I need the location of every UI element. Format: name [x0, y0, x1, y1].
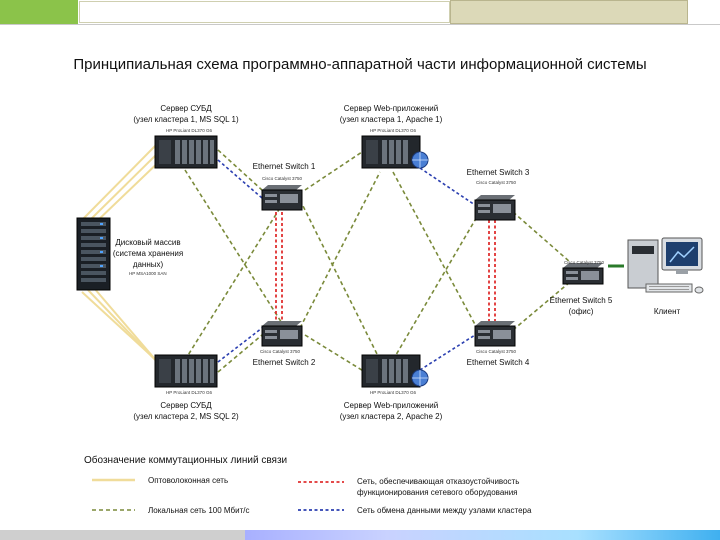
db-server-2-model: HP ProLiant DL370 G6 — [166, 390, 212, 395]
switch-1-label: Ethernet Switch 1 — [252, 162, 316, 171]
footer-gradient-bar — [245, 530, 720, 540]
switch-2-icon — [261, 321, 303, 347]
db-server-2-title: Сервер СУБД — [160, 401, 212, 410]
storage-subtitle: (система хранения — [112, 249, 184, 258]
legend-samples — [92, 478, 344, 511]
storage-subtitle-2: данных) — [132, 260, 164, 269]
switch-4-label: Ethernet Switch 4 — [466, 358, 530, 367]
db-server-1-title: Сервер СУБД — [160, 104, 212, 113]
web-server-2-icon — [361, 354, 429, 388]
client-computer-icon — [627, 237, 704, 294]
storage-array-icon — [76, 217, 111, 291]
db-server-1-icon — [154, 135, 218, 169]
legend-cluster-exchange: Сеть обмена данными между узлами кластер… — [357, 506, 532, 515]
header-accent-block — [0, 0, 78, 24]
switch-1-model: Cisco Catalyst 3750 — [262, 176, 303, 181]
storage-title: Дисковый массив — [115, 238, 181, 247]
footer-left-bar — [0, 530, 245, 540]
header-divider — [0, 24, 720, 25]
db-server-2-icon — [154, 354, 218, 388]
web-server-1-subtitle: (узел кластера 1, Apache 1) — [339, 115, 443, 124]
legend-lan: Локальная сеть 100 Мбит/с — [148, 506, 250, 515]
switch-3-model: Cisco Catalyst 3750 — [476, 180, 517, 185]
switch-3-icon — [474, 195, 516, 221]
fault-tolerance-links — [275, 212, 496, 322]
switch-5-icon — [562, 263, 604, 285]
db-server-1-subtitle: (узел кластера 1, MS SQL 1) — [133, 115, 239, 124]
switch-5-model: Cisco Catalyst 3750 — [564, 260, 605, 265]
storage-model: HP MSA1000 SAN — [129, 271, 167, 276]
web-server-2-model: HP ProLiant DL370 G6 — [370, 390, 416, 395]
diagram-title: Принципиальная схема программно-аппаратн… — [73, 56, 647, 73]
db-server-2-subtitle: (узел кластера 2, MS SQL 2) — [133, 412, 239, 421]
switch-3-label: Ethernet Switch 3 — [466, 168, 530, 177]
fiber-links — [81, 142, 167, 373]
switch-5-label: Ethernet Switch 5 — [549, 296, 613, 305]
switch-1-icon — [261, 185, 303, 211]
legend-fiber: Оптоволоконная сеть — [148, 476, 229, 485]
switch-2-model: Cisco Catalyst 3750 — [260, 349, 301, 354]
web-server-2-title: Сервер Web-приложений — [343, 401, 439, 410]
switch-4-model: Cisco Catalyst 3750 — [476, 349, 517, 354]
switch-4-icon — [474, 321, 516, 347]
switch-5-sublabel: (офис) — [568, 307, 594, 316]
web-server-2-subtitle: (узел кластера 2, Apache 2) — [339, 412, 443, 421]
cluster-exchange-links — [217, 159, 476, 371]
db-server-1-model: HP ProLiant DL370 G6 — [166, 128, 212, 133]
client-label: Клиент — [653, 307, 681, 316]
header-right-block — [450, 0, 688, 24]
legend-fault-tolerance-line1: Сеть, обеспечивающая отказоустойчивость — [357, 477, 520, 486]
legend-title: Обозначение коммутационных линий связи — [84, 455, 288, 466]
lan-links — [184, 149, 571, 373]
web-server-1-icon — [361, 135, 429, 169]
web-server-1-model: HP ProLiant DL370 G6 — [370, 128, 416, 133]
header-bar — [79, 1, 450, 23]
legend-fault-tolerance-line2: функционирования сетевого оборудования — [357, 488, 518, 497]
web-server-1-title: Сервер Web-приложений — [343, 104, 439, 113]
switch-2-label: Ethernet Switch 2 — [252, 358, 316, 367]
